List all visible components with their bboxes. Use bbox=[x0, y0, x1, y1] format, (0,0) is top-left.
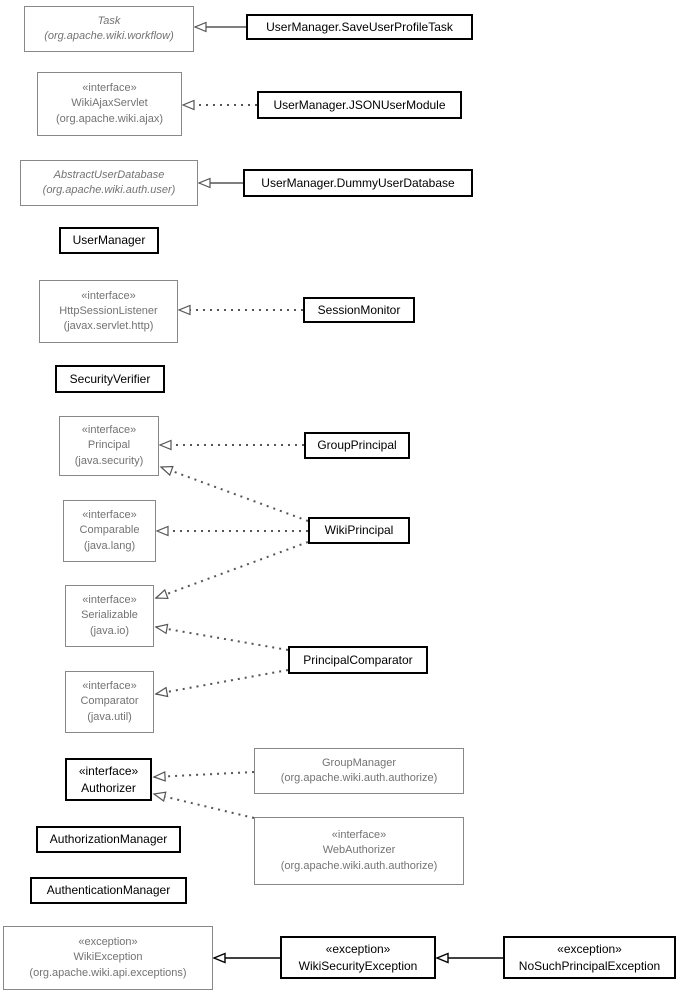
class-box-wiki-exception: «exception» WikiException (org.apache.wi… bbox=[3, 926, 213, 990]
class-box-abstract-user-database: AbstractUserDatabase (org.apache.wiki.au… bbox=[20, 160, 198, 206]
class-box-web-authorizer: «interface» WebAuthorizer (org.apache.wi… bbox=[254, 817, 464, 885]
class-name: Comparator bbox=[80, 695, 139, 708]
edge-wikiprincipal-principal bbox=[159, 465, 309, 522]
class-box-user-manager: UserManager bbox=[59, 227, 159, 254]
class-stereotype: «interface» bbox=[81, 424, 137, 437]
class-name: UserManager.JSONUserModule bbox=[273, 97, 446, 112]
class-stereotype: «interface» bbox=[81, 289, 136, 302]
class-name: WikiException bbox=[73, 951, 143, 964]
edge-wikiprincipal-serializable bbox=[154, 541, 309, 600]
class-name: GroupPrincipal bbox=[317, 438, 397, 453]
class-stereotype: «interface» bbox=[78, 763, 139, 778]
class-name: WikiAjaxServlet bbox=[71, 97, 148, 110]
edge-groupmanager-authorizer bbox=[152, 771, 255, 782]
class-box-comparator: «interface» Comparator (java.util) bbox=[65, 671, 154, 733]
class-package: (java.lang) bbox=[83, 539, 136, 552]
class-name: WikiSecurityException bbox=[298, 958, 418, 973]
class-box-security-verifier: SecurityVerifier bbox=[55, 365, 165, 393]
class-box-authorizer: «interface» Authorizer bbox=[65, 758, 152, 801]
class-name: Principal bbox=[87, 439, 131, 452]
class-stereotype: «interface» bbox=[331, 829, 387, 842]
class-box-principal-comparator: PrincipalComparator bbox=[288, 646, 428, 674]
class-name: HttpSessionListener bbox=[59, 304, 158, 317]
class-name: UserManager.DummyUserDatabase bbox=[261, 175, 455, 190]
class-box-http-session-listener: «interface» HttpSessionListener (javax.s… bbox=[39, 280, 178, 343]
class-name: Task bbox=[97, 14, 121, 27]
class-name: SecurityVerifier bbox=[69, 371, 151, 386]
class-stereotype: «exception» bbox=[78, 936, 138, 949]
class-stereotype: «interface» bbox=[82, 82, 137, 95]
class-stereotype: «interface» bbox=[82, 509, 137, 522]
class-box-json-user-module: UserManager.JSONUserModule bbox=[257, 91, 462, 119]
class-name: Authorizer bbox=[81, 780, 136, 795]
class-name: WebAuthorizer bbox=[322, 844, 396, 857]
class-box-wiki-principal: WikiPrincipal bbox=[308, 517, 410, 544]
class-box-authorization-manager: AuthorizationManager bbox=[36, 826, 181, 853]
class-package: (org.apache.wiki.workflow) bbox=[44, 30, 174, 42]
class-name: UserManager bbox=[72, 233, 146, 248]
class-box-principal: «interface» Principal (java.security) bbox=[59, 416, 159, 476]
class-stereotype: «interface» bbox=[82, 680, 137, 693]
class-package: (java.security) bbox=[74, 454, 144, 467]
class-stereotype: «exception» bbox=[557, 941, 622, 956]
class-package: (org.apache.wiki.auth.authorize) bbox=[280, 772, 438, 784]
class-box-session-monitor: SessionMonitor bbox=[303, 297, 415, 323]
class-name: Serializable bbox=[81, 609, 138, 622]
class-stereotype: «interface» bbox=[82, 594, 137, 607]
class-package: (java.io) bbox=[89, 624, 130, 637]
class-name: PrincipalComparator bbox=[303, 652, 413, 667]
class-box-authentication-manager: AuthenticationManager bbox=[30, 877, 187, 904]
class-box-save-user-profile-task: UserManager.SaveUserProfileTask bbox=[246, 14, 473, 40]
class-name: UserManager.SaveUserProfileTask bbox=[266, 19, 453, 34]
class-box-task: Task (org.apache.wiki.workflow) bbox=[24, 6, 194, 52]
class-name: WikiPrincipal bbox=[324, 523, 394, 538]
class-name: AuthenticationManager bbox=[46, 883, 171, 898]
class-package: (javax.servlet.http) bbox=[63, 320, 154, 333]
class-box-no-such-principal-exception: «exception» NoSuchPrincipalException bbox=[503, 936, 676, 979]
edge-principalcomparator-comparator bbox=[154, 669, 289, 698]
class-box-wiki-security-exception: «exception» WikiSecurityException bbox=[280, 936, 436, 979]
class-box-wiki-ajax-servlet: «interface» WikiAjaxServlet (org.apache.… bbox=[37, 72, 182, 136]
class-name: GroupManager bbox=[322, 756, 396, 769]
class-box-group-principal: GroupPrincipal bbox=[304, 432, 410, 459]
class-stereotype: «exception» bbox=[325, 941, 391, 956]
class-box-serializable: «interface» Serializable (java.io) bbox=[65, 585, 154, 647]
class-package: (org.apache.wiki.auth.user) bbox=[42, 184, 176, 196]
class-package: (java.util) bbox=[87, 710, 132, 723]
class-box-comparable: «interface» Comparable (java.lang) bbox=[63, 500, 156, 562]
class-box-dummy-user-database: UserManager.DummyUserDatabase bbox=[243, 169, 473, 197]
class-name: AbstractUserDatabase bbox=[53, 168, 165, 181]
class-name: Comparable bbox=[79, 524, 140, 537]
class-name: SessionMonitor bbox=[317, 302, 401, 317]
class-package: (org.apache.wiki.api.exceptions) bbox=[29, 966, 187, 979]
class-name: NoSuchPrincipalException bbox=[518, 958, 661, 973]
class-box-group-manager: GroupManager (org.apache.wiki.auth.autho… bbox=[254, 748, 464, 794]
class-package: (org.apache.wiki.auth.authorize) bbox=[280, 859, 438, 872]
edge-webauthorizer-authorizer bbox=[152, 791, 255, 819]
class-package: (org.apache.wiki.ajax) bbox=[56, 112, 163, 125]
edge-principalcomparator-serializable bbox=[154, 623, 289, 651]
class-name: AuthorizationManager bbox=[49, 832, 168, 847]
